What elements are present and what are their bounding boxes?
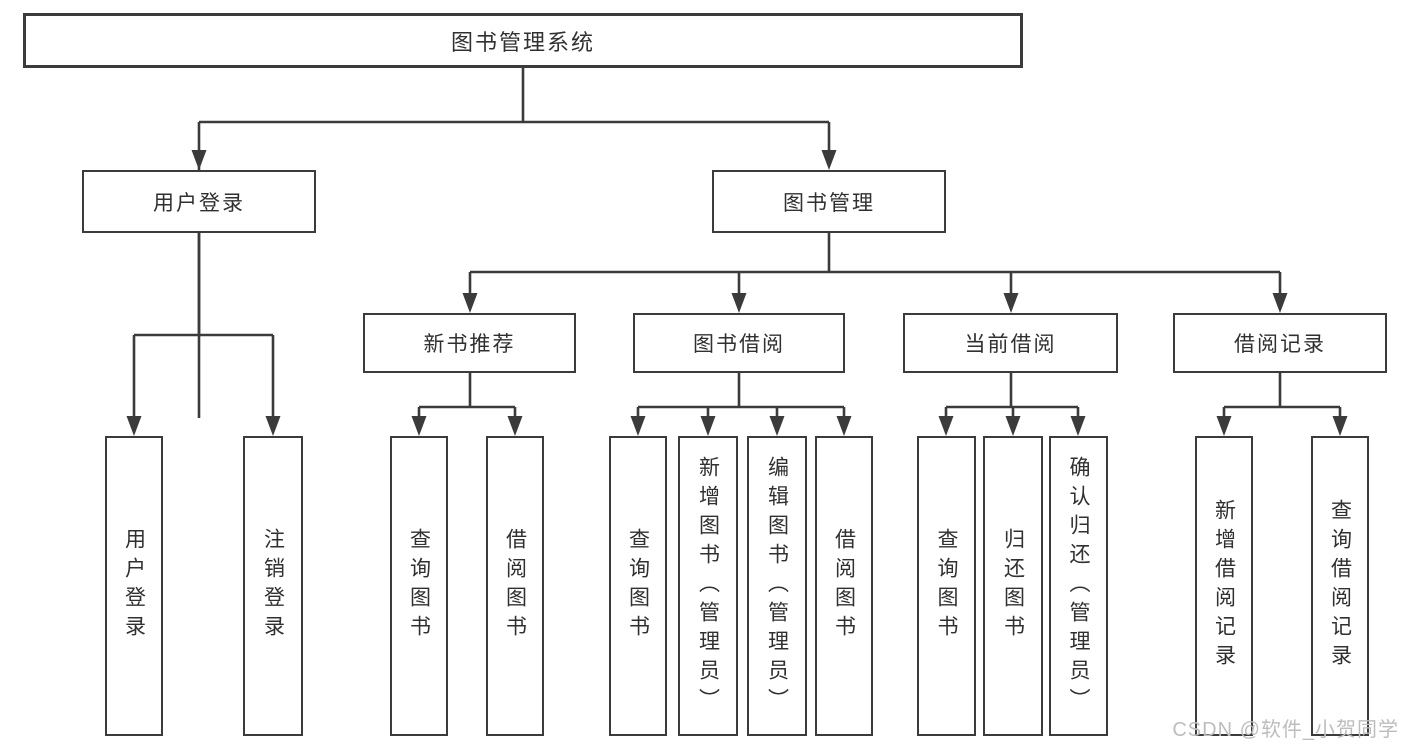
leaf-label: 用户登录 xyxy=(122,528,146,644)
leaf-label: 注销登录 xyxy=(261,528,285,644)
leaf-label: 查询图书 xyxy=(626,528,650,644)
csdn-watermark: CSDN @软件_小贺同学 xyxy=(1172,719,1399,741)
leaf-label: 借阅图书 xyxy=(832,528,856,644)
leaf-label: 确认归还（管理员） xyxy=(1067,455,1091,717)
leaf-label: 编辑图书（管理员） xyxy=(765,455,789,717)
connector-root-to-level2 xyxy=(191,68,837,418)
leaf-borrow-books-recommend: 借阅图书 xyxy=(486,436,544,736)
leaf-label: 新增借阅记录 xyxy=(1212,499,1236,673)
node-book-borrow: 图书借阅 xyxy=(633,313,845,373)
leaf-add-borrow-record: 新增借阅记录 xyxy=(1195,436,1253,736)
leaf-query-borrow-record: 查询借阅记录 xyxy=(1311,436,1369,736)
leaf-query-books-borrow: 查询图书 xyxy=(609,436,667,736)
node-label: 借阅记录 xyxy=(1234,333,1326,356)
leaf-logout: 注销登录 xyxy=(243,436,303,736)
node-label: 图书管理 xyxy=(783,191,875,215)
leaf-add-book-admin: 新增图书（管理员） xyxy=(678,436,738,736)
leaf-user-login: 用户登录 xyxy=(105,436,163,736)
leaf-borrow-books: 借阅图书 xyxy=(815,436,873,736)
leaf-query-books-current: 查询图书 xyxy=(917,436,976,736)
node-label: 图书借阅 xyxy=(693,333,785,356)
connector-current-borrow-to-leaves xyxy=(938,373,1086,436)
node-new-book-recommend: 新书推荐 xyxy=(363,313,576,373)
leaf-return-books: 归还图书 xyxy=(983,436,1043,736)
node-book-management: 图书管理 xyxy=(712,170,946,233)
leaf-label: 查询图书 xyxy=(407,528,431,644)
leaf-label: 归还图书 xyxy=(1001,528,1025,644)
connector-book-mgmt-to-level3 xyxy=(462,233,1288,313)
node-current-borrow: 当前借阅 xyxy=(903,313,1118,373)
leaf-query-books-recommend: 查询图书 xyxy=(390,436,448,736)
leaf-label: 新增图书（管理员） xyxy=(696,455,720,717)
connector-new-book-to-leaves xyxy=(411,373,523,436)
leaf-label: 借阅图书 xyxy=(503,528,527,644)
node-label: 图书管理系统 xyxy=(450,29,595,55)
leaf-confirm-return-admin: 确认归还（管理员） xyxy=(1049,436,1108,736)
node-library-system-root: 图书管理系统 xyxy=(23,13,1023,68)
leaf-label: 查询借阅记录 xyxy=(1328,499,1352,673)
connector-user-login-to-leaves xyxy=(126,233,281,436)
node-label: 新书推荐 xyxy=(423,333,516,356)
leaf-edit-book-admin: 编辑图书（管理员） xyxy=(747,436,807,736)
connector-book-borrow-to-leaves xyxy=(630,373,852,436)
node-label: 用户登录 xyxy=(153,191,245,215)
connector-borrow-records-to-leaves xyxy=(1216,373,1348,436)
node-label: 当前借阅 xyxy=(964,333,1057,356)
leaf-label: 查询图书 xyxy=(935,528,959,644)
node-user-login: 用户登录 xyxy=(82,170,316,233)
node-borrow-records: 借阅记录 xyxy=(1173,313,1387,373)
